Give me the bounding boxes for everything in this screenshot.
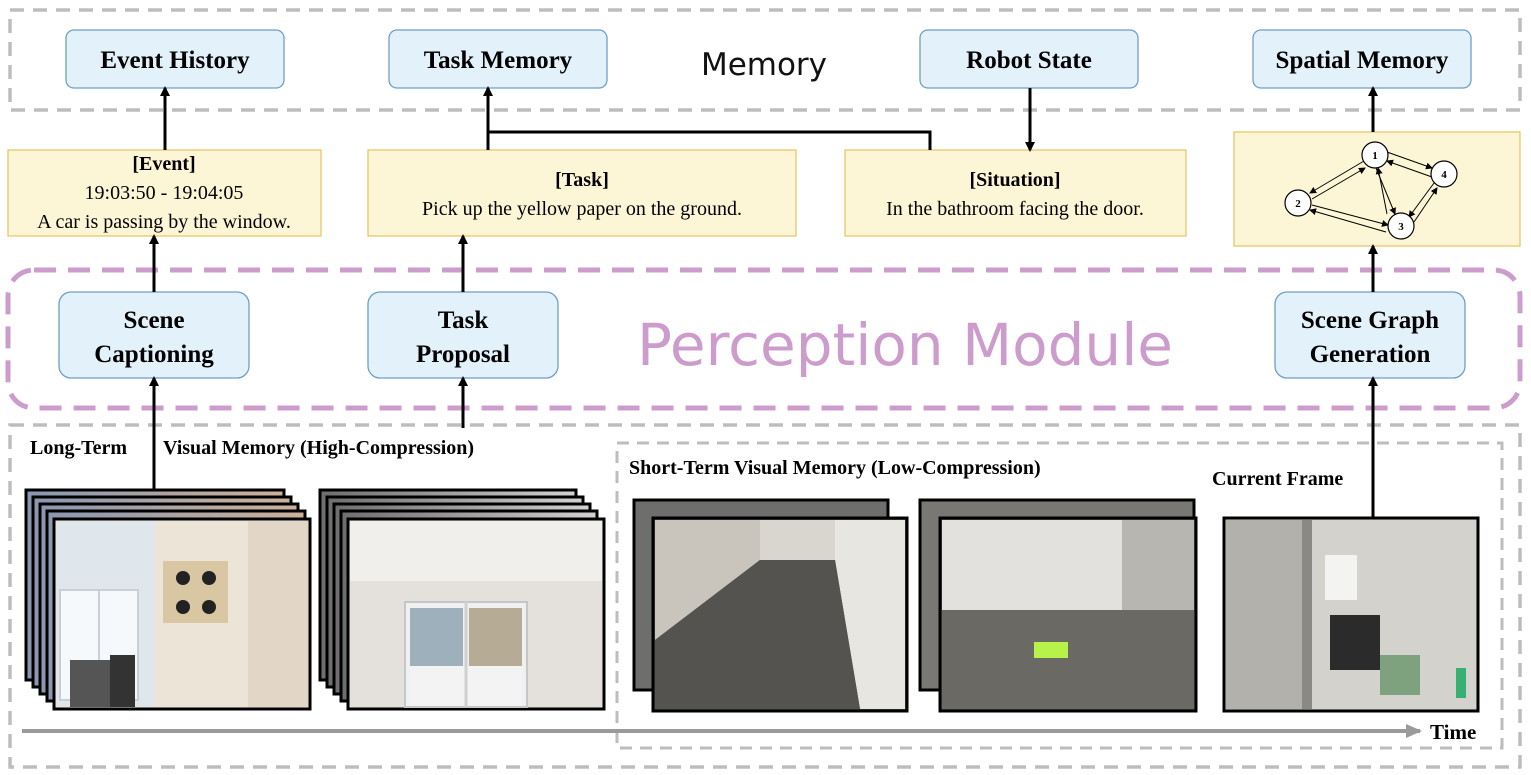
short-term-frame-1: [632, 498, 909, 713]
task-note: [Task] Pick up the yellow paper on the g…: [367, 149, 797, 237]
long-term-frame-stack-2: [318, 488, 606, 711]
scene-graph-node-3: 3: [1387, 212, 1415, 240]
task-proposal-box: Task Proposal: [367, 291, 559, 379]
situation-note-text: In the bathroom facing the door.: [886, 198, 1144, 220]
perception-region: [5, 267, 1523, 411]
time-label: Time: [1430, 720, 1476, 744]
scene-graph-note: 1 2 3 4: [1233, 131, 1521, 247]
robot-state-label: Robot State: [966, 47, 1092, 74]
scene-graph-edges: [1309, 151, 1438, 233]
situation-note: [Situation] In the bathroom facing the d…: [844, 149, 1187, 237]
scene-graph-node-4: 4: [1430, 160, 1458, 188]
current-frame-label: Current Frame: [1212, 468, 1343, 490]
event-note: [Event] 19:03:50 - 19:04:05 A car is pas…: [7, 149, 322, 237]
spatial-memory-box: Spatial Memory: [1252, 29, 1472, 89]
memory-title: Memory: [701, 47, 827, 83]
task-note-text: Pick up the yellow paper on the ground.: [422, 198, 742, 220]
spatial-memory-label: Spatial Memory: [1276, 47, 1449, 74]
svg-text:Task: Task: [438, 307, 489, 334]
svg-text:4: 4: [1441, 169, 1447, 181]
event-note-text: A car is passing by the window.: [37, 211, 291, 233]
task-memory-box: Task Memory: [388, 29, 608, 89]
svg-text:Captioning: Captioning: [94, 341, 214, 368]
current-frame: [1222, 516, 1480, 713]
arrows-to-memory: [160, 86, 1378, 152]
event-note-time: 19:03:50 - 19:04:05: [85, 182, 244, 204]
long-term-label-prefix: Long-Term: [30, 437, 127, 459]
svg-text:3: 3: [1398, 221, 1404, 233]
room-window-photo: [52, 517, 312, 711]
svg-text:1: 1: [1372, 150, 1378, 162]
time-axis: Time: [22, 720, 1476, 744]
scene-graph-generation-box: Scene Graph Generation: [1274, 291, 1466, 379]
arrows-to-notes: [149, 234, 1378, 292]
svg-text:Scene Graph: Scene Graph: [1301, 307, 1439, 334]
arrows-from-frames: [149, 376, 1378, 518]
short-term-region: [615, 441, 1504, 750]
short-term-frame-2: [918, 498, 1198, 713]
scene-captioning-box: Scene Captioning: [58, 291, 250, 379]
robot-state-box: Robot State: [919, 29, 1139, 89]
bathroom-door-photo: [938, 516, 1198, 713]
long-term-frame-stack-1: [24, 488, 312, 711]
svg-text:Generation: Generation: [1310, 341, 1431, 368]
event-history-box: Event History: [65, 29, 285, 89]
perception-title: Perception Module: [637, 311, 1173, 379]
event-note-header: [Event]: [132, 153, 195, 175]
scene-graph-node-1: 1: [1361, 141, 1389, 169]
window-view-photo: [346, 517, 606, 711]
svg-text:Proposal: Proposal: [416, 341, 510, 368]
visual-memory-region: [8, 423, 1522, 769]
event-history-label: Event History: [100, 47, 250, 74]
svg-text:2: 2: [1295, 198, 1301, 210]
task-memory-label: Task Memory: [424, 47, 573, 74]
task-note-header: [Task]: [555, 169, 609, 191]
scene-graph-node-2: 2: [1284, 189, 1312, 217]
situation-note-header: [Situation]: [969, 169, 1060, 191]
long-term-label-rest: Visual Memory (High-Compression): [163, 437, 474, 459]
corridor-photo: [651, 516, 909, 713]
svg-text:Scene: Scene: [123, 307, 184, 334]
short-term-label: Short-Term Visual Memory (Low-Compressio…: [629, 457, 1041, 479]
